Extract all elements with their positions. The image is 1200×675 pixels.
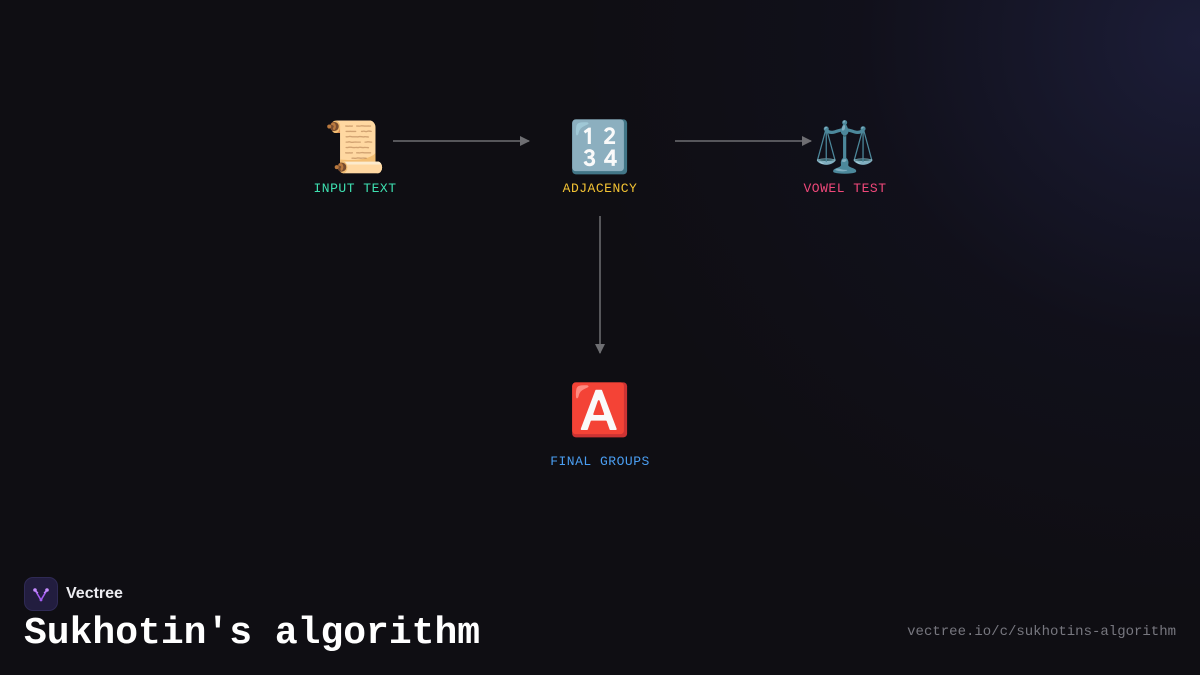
brand[interactable]: Vectree — [24, 577, 123, 611]
node-adjacency: 🔢 ADJACENCY — [510, 117, 690, 196]
course-url-link[interactable]: vectree.io/c/sukhotins-algorithm — [907, 624, 1176, 640]
page-title: Sukhotin's algorithm — [24, 612, 481, 655]
numbers-1234-icon: 🔢 — [568, 118, 632, 176]
node-label: ADJACENCY — [562, 181, 638, 196]
node-vowel-test: ⚖️ VOWEL TEST — [755, 117, 935, 196]
node-label: FINAL GROUPS — [550, 454, 650, 469]
node-final-groups: 🅰️ FINAL GROUPS — [510, 380, 690, 469]
node-label: INPUT TEXT — [313, 181, 397, 196]
node-label: VOWEL TEST — [803, 181, 887, 196]
letter-a-icon: 🅰️ — [568, 381, 632, 439]
node-input-text: 📜 INPUT TEXT — [265, 117, 445, 196]
balance-scale-icon: ⚖️ — [813, 118, 877, 176]
vectree-logo-icon — [24, 577, 58, 611]
scroll-icon: 📜 — [323, 118, 387, 176]
brand-name: Vectree — [66, 585, 123, 602]
